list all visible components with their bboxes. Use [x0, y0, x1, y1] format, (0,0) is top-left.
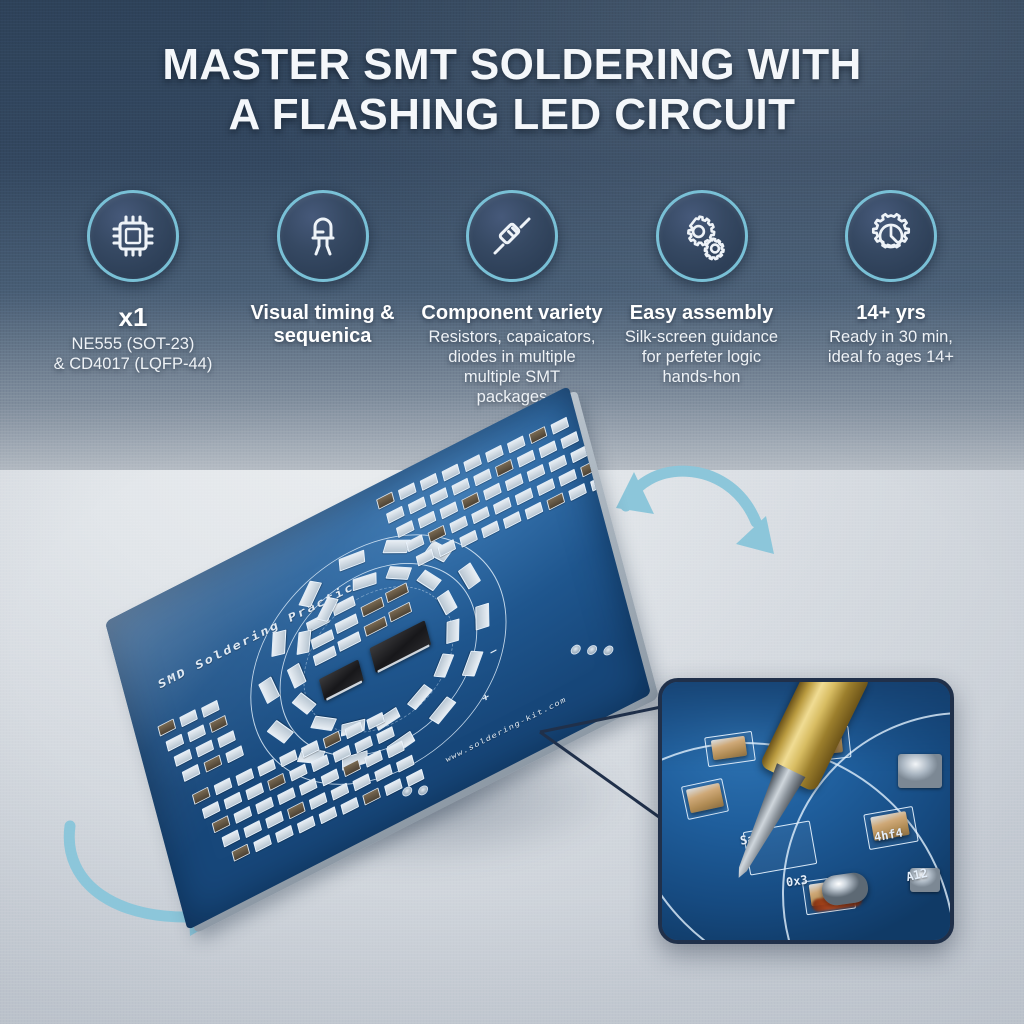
- feature-sub-line-1: NE555 (SOT-23): [71, 335, 195, 354]
- feature-headline: 14+ yrs: [856, 302, 926, 324]
- feature-headline-line-2: sequenica: [273, 325, 372, 348]
- feature-icon-circle: [87, 190, 179, 282]
- feature-headline: Component variety: [421, 302, 603, 324]
- feature-sub-line-1: Silk-screen guidance: [624, 328, 779, 347]
- microchip-icon: [107, 210, 159, 262]
- feature-icon-circle: [845, 190, 937, 282]
- feature-item-led: Visual timing & sequenica: [230, 190, 416, 348]
- led-icon: [297, 210, 349, 262]
- gears-icon: [676, 210, 728, 262]
- pcb-pad: [475, 602, 490, 631]
- feature-row: x1 NE555 (SOT-23) & CD4017 (LQFP-44) Vis…: [40, 190, 984, 407]
- feature-sub-line-2: diodes in multiple: [448, 347, 576, 366]
- feature-sub-line-1: Ready in 30 min,: [829, 328, 953, 347]
- feature-item-components: Component variety Resistors, capaicators…: [419, 190, 605, 407]
- feature-item-age-time: 14+ yrs Ready in 30 min, ideal fo ages 1…: [798, 190, 984, 368]
- feature-sub-line-3: multiple SMT: [463, 367, 561, 386]
- feature-icon-circle: [276, 190, 369, 282]
- pcb-pad: [446, 618, 460, 645]
- title-line-1: MASTER SMT SOLDERING WITH: [162, 40, 862, 89]
- feature-item-microchip: x1 NE555 (SOT-23) & CD4017 (LQFP-44): [40, 190, 226, 375]
- callout-connector: [470, 700, 700, 845]
- feature-sub-line-1: Resistors, capaicators,: [428, 328, 596, 347]
- gear-clock-icon: [865, 210, 917, 262]
- feature-item-assembly: Easy assembly Silk-screen guidance for p…: [609, 190, 795, 388]
- feature-icon-circle: [466, 190, 558, 282]
- rotate-arrow-double-icon: [596, 446, 786, 591]
- inset-solder-joint: [910, 868, 940, 892]
- pcb-pad: [271, 629, 287, 658]
- closeup-inset: Sa2 0x3 4hf4 SV18 A12: [658, 678, 954, 944]
- feature-headline: x1: [118, 302, 148, 332]
- title-line-2: A FLASHING LED CIRCUIT: [228, 90, 796, 140]
- feature-icon-circle: [655, 190, 748, 282]
- pcb-pad: [296, 629, 312, 656]
- inset-silk-label: 0x3: [785, 872, 809, 890]
- feature-headline: Visual timing &: [250, 302, 395, 324]
- feature-sub-line-2: for perfeter logic: [641, 347, 762, 366]
- page-title: MASTER SMT SOLDERING WITH A FLASHING LED…: [0, 40, 1024, 140]
- feature-sub-line-2: ideal fo ages 14+: [827, 347, 955, 366]
- feature-sub-line-3: hands-hon: [662, 367, 741, 386]
- inset-solder-joint: [898, 754, 942, 788]
- resistor-icon: [486, 210, 538, 262]
- feature-headline: Easy assembly: [629, 302, 774, 324]
- feature-sub-line-2: & CD4017 (LQFP-44): [53, 354, 213, 373]
- pcb-pad: [385, 566, 413, 580]
- pcb-board-photo: SMD Soldering Practice www.soldering-kit…: [30, 385, 790, 940]
- feature-sub-line-4: packages: [476, 387, 548, 406]
